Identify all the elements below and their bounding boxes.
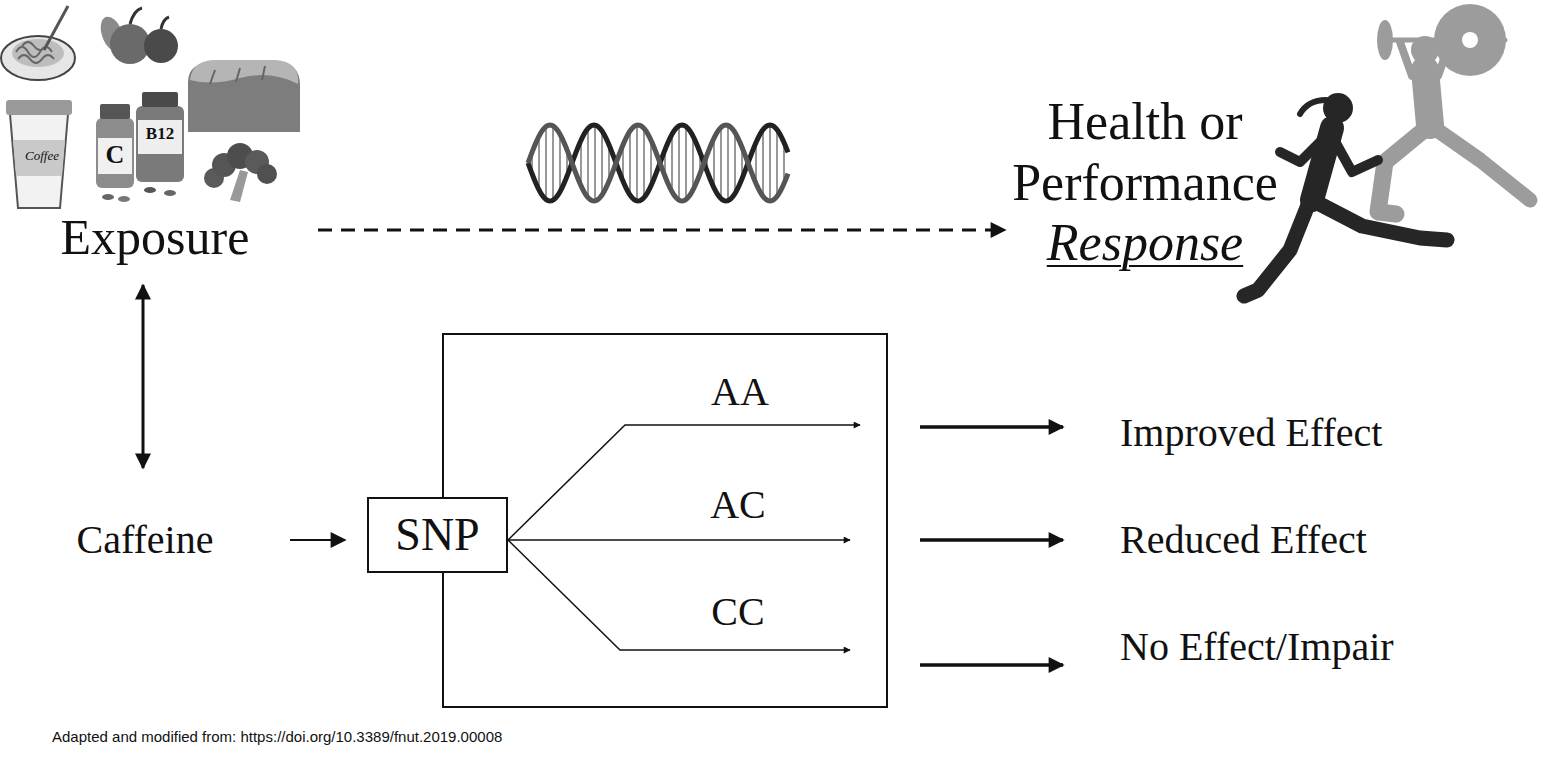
bread-loaf	[188, 60, 300, 132]
pasta-plate	[1, 6, 75, 80]
branch-line	[508, 425, 860, 540]
vitamin-bottles	[142, 92, 178, 107]
vitamin-bottles	[138, 120, 182, 154]
cup-text: Coffee	[12, 148, 72, 164]
bottle-text: B12	[140, 124, 180, 144]
connector-arrow	[318, 229, 1005, 232]
node-text: No Effect/Impair	[1120, 624, 1394, 670]
vitamin-bottles	[118, 196, 130, 202]
helix-rung	[538, 136, 540, 190]
lifter-silhouette	[1430, 125, 1530, 200]
pasta-plate	[12, 39, 64, 67]
bread-loaf	[210, 66, 265, 84]
outcome-label: Reduced Effect	[1100, 507, 1430, 573]
runner-silhouette	[1244, 200, 1310, 296]
snp-box: SNP	[367, 497, 508, 573]
vitamin-bottles	[102, 194, 114, 200]
node-text: Response	[1005, 213, 1285, 274]
node-text: Caffeine	[0, 517, 290, 563]
node-text: SNP	[369, 509, 506, 562]
vegetables	[130, 8, 142, 24]
vitamin-bottles	[98, 138, 132, 174]
lifter-silhouette	[1462, 32, 1478, 48]
coffee-cup	[6, 100, 72, 208]
connector-arrow	[920, 538, 1063, 542]
vegetables	[96, 8, 178, 64]
helix-rung	[636, 125, 638, 201]
helix-strand	[528, 125, 788, 201]
genotype-branches	[508, 425, 860, 650]
helix-rung	[601, 131, 603, 195]
helix-rung	[678, 126, 680, 200]
vitamin-bottles	[100, 104, 130, 119]
helix-rung	[769, 125, 771, 201]
helix-rung	[559, 134, 561, 191]
outcome-label: Improved Effect	[1100, 400, 1430, 466]
helix-rung	[643, 128, 645, 197]
bottle-text: C	[100, 140, 130, 170]
helix-rung	[734, 133, 736, 194]
outcome-label: No Effect/Impair	[1100, 614, 1430, 680]
connector-arrow	[920, 663, 1063, 667]
vitamin-bottles	[164, 190, 176, 196]
runner-silhouette	[1332, 136, 1378, 172]
agent-label: Caffeine	[0, 500, 290, 580]
runner-silhouette	[1280, 136, 1326, 162]
node-text: Exposure	[0, 209, 310, 267]
bread-loaf	[190, 60, 298, 84]
helix-rung	[720, 127, 722, 198]
helix-rung	[545, 127, 547, 200]
pasta-plate	[44, 6, 68, 50]
helix-rung	[671, 134, 673, 191]
node-text: Health or Performance	[1005, 92, 1285, 214]
branch-line	[508, 540, 850, 650]
helix-rung	[776, 130, 778, 197]
helix-rung	[762, 130, 764, 197]
helix-rung	[552, 126, 554, 200]
vitamin-bottles	[144, 187, 156, 193]
node-text: Reduced Effect	[1120, 517, 1367, 563]
lifter-silhouette	[1377, 4, 1530, 214]
helix-rung	[685, 127, 687, 200]
pasta-plate	[1, 36, 75, 80]
vegetables	[144, 29, 178, 63]
edge-group	[143, 230, 1063, 665]
genotype-label: AC	[688, 480, 788, 530]
vitamin-bottles	[136, 106, 184, 182]
genotype-label: AA	[690, 367, 790, 417]
genotype-label: CC	[688, 587, 788, 637]
connector-arrow	[290, 539, 345, 541]
branch-line	[508, 539, 850, 541]
helix-rung	[713, 138, 715, 188]
helix-rung	[629, 131, 631, 195]
connector-arrow	[920, 425, 1063, 429]
helix-strand	[528, 125, 788, 201]
broccoli	[257, 164, 277, 184]
vegetables	[110, 24, 150, 64]
vegetables	[161, 17, 169, 29]
lifter-silhouette	[1377, 20, 1393, 60]
lifter-silhouette	[1378, 125, 1430, 214]
coffee-cup	[6, 100, 72, 115]
broccoli	[230, 170, 248, 202]
dna-helix	[528, 125, 788, 201]
broccoli	[204, 143, 277, 202]
vitamin-bottles	[96, 118, 134, 188]
helix-rung	[587, 128, 589, 197]
exposure-label: Exposure	[0, 205, 310, 270]
genotype-panel: AAACCCSNP	[442, 333, 888, 708]
connector-arrow	[142, 285, 145, 468]
node-text: Improved Effect	[1120, 410, 1382, 456]
runner-silhouette	[1300, 100, 1326, 114]
helix-rung	[692, 136, 694, 190]
runner-silhouette	[1312, 200, 1447, 240]
helix-rung	[727, 125, 729, 200]
response-label: Health or PerformanceResponse	[1005, 88, 1285, 278]
helix-rung	[594, 125, 596, 201]
footnote-text: Adapted and modified from: https://doi.o…	[52, 728, 852, 745]
vitamin-bottles	[96, 92, 184, 202]
